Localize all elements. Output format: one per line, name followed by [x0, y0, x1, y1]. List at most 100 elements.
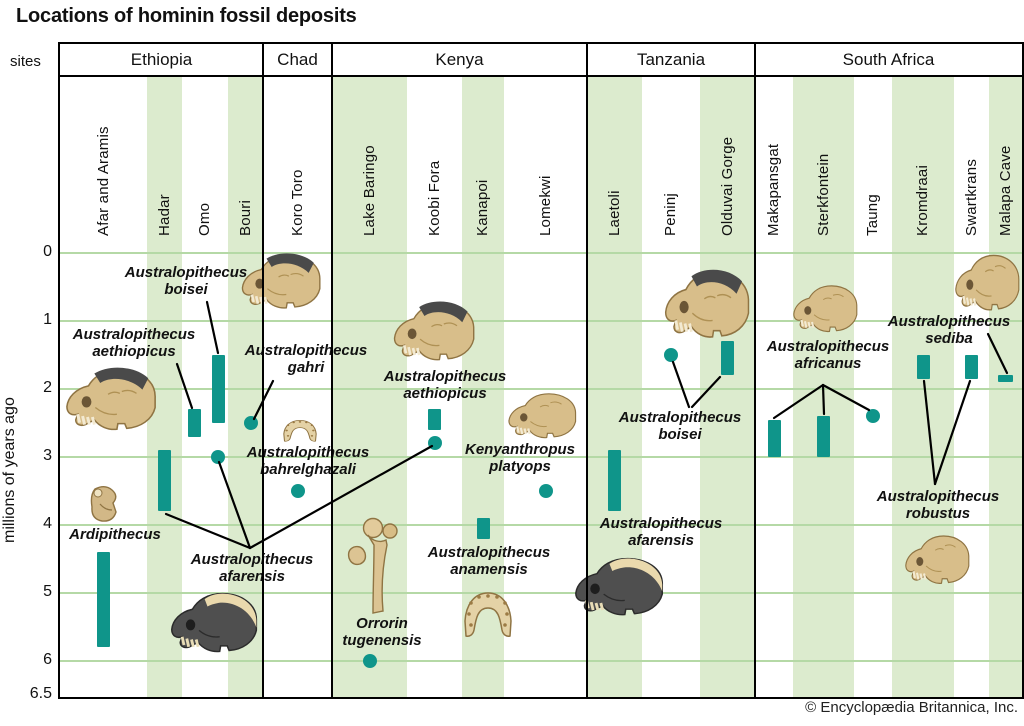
species-label-line: aethiopicus — [92, 343, 176, 360]
country-divider — [586, 44, 588, 697]
site-label-koro-toro: Koro Toro — [288, 169, 306, 236]
skull-side-icon — [953, 252, 1023, 314]
deposit-bar-omo — [211, 355, 225, 423]
skull-side-icon — [239, 252, 325, 312]
species-label-line: Australopithecus — [72, 326, 196, 343]
species-label-line: afarensis — [219, 568, 285, 585]
species-label-line: Ardipithecus — [69, 526, 161, 543]
gridline-4my — [60, 524, 1022, 526]
species-label-line: afarensis — [628, 532, 694, 549]
jaw-fossil-icon — [461, 588, 515, 642]
deposit-dot-lake-baringo — [362, 654, 377, 668]
species-label-line: Australopithecus — [599, 515, 723, 532]
gridline-6my — [60, 660, 1022, 662]
species-label-line: Australopithecus — [618, 409, 742, 426]
y-tick-6-5: 6.5 — [29, 685, 52, 702]
site-label-hadar: Hadar — [155, 194, 173, 236]
species-label-line: Australopithecus — [244, 342, 368, 359]
site-label-omo: Omo — [196, 202, 213, 236]
species-label-line: Australopithecus — [876, 488, 1000, 505]
site-label-lomekwi: Lomekwi — [536, 175, 554, 236]
country-header-kenya: Kenya — [435, 49, 484, 69]
skull-side-icon — [391, 300, 479, 364]
species-label-line: platyops — [489, 458, 551, 475]
species-label-line: Australopithecus — [124, 264, 248, 281]
deposit-dot-koobi-fora — [427, 436, 442, 451]
gridline-0my — [60, 252, 1022, 254]
figure-title: Locations of hominin fossil deposits — [16, 5, 357, 27]
site-label-swartkrans: Swartkrans — [962, 158, 980, 236]
gridline-3my — [60, 456, 1022, 458]
species-label-line: Australopithecus — [190, 551, 314, 568]
country-header-ethiopia: Ethiopia — [130, 49, 193, 69]
species-label-line: bahrelghazali — [260, 461, 356, 478]
skull-side-icon — [506, 391, 580, 441]
species-label-line: Australopithecus — [383, 368, 507, 385]
deposit-bar-laetoli — [608, 450, 621, 512]
y-tick-6: 6 — [43, 651, 52, 668]
gridline-5my — [60, 592, 1022, 594]
deposit-dot-peninj — [664, 348, 678, 362]
site-label-olduvai-gorge: Olduvai Gorge — [718, 136, 736, 236]
deposit-dot-taung — [866, 409, 880, 424]
deposit-dot-lomekwi — [538, 484, 553, 498]
country-header-south-africa: South Africa — [842, 49, 935, 69]
species-label-line: Australopithecus — [887, 313, 1011, 330]
site-label-taung: Taung — [864, 194, 881, 236]
species-label-line: robustus — [905, 505, 971, 522]
skull-side-icon — [63, 366, 161, 434]
species-label-line: gahri — [287, 359, 325, 376]
deposit-dot-omo — [211, 450, 225, 464]
site-label-peninj: Peninj — [662, 193, 679, 236]
gridline-1my — [60, 320, 1022, 322]
country-divider — [262, 44, 264, 697]
femur-bone-icon — [346, 515, 410, 619]
site-label-sterkfontein: Sterkfontein — [814, 153, 832, 236]
gridline-2my — [60, 388, 1022, 390]
site-label-koobi-fora: Koobi Fora — [425, 160, 443, 236]
site-label-malapa-cave: Malapa Cave — [996, 145, 1014, 236]
country-header-row: Ethiopia Chad Kenya Tanzania South Africa — [60, 44, 1022, 77]
deposit-bar-hadar — [158, 450, 171, 512]
species-label-line: aethiopicus — [403, 385, 487, 402]
deposit-bar-kromdraai — [916, 355, 930, 379]
site-label-kromdraai: Kromdraai — [914, 165, 931, 236]
deposit-bar-malapa-cave — [998, 375, 1013, 383]
species-label-line: Australopithecus — [246, 444, 370, 461]
y-tick-0: 0 — [43, 243, 52, 260]
species-label-line: Australopithecus — [766, 338, 890, 355]
species-label-line: sediba — [925, 330, 973, 347]
species-label: Ardipithecus — [69, 526, 161, 543]
site-label-laetoli: Laetoli — [605, 190, 623, 236]
site-label-lake-baringo: Lake Baringo — [360, 145, 378, 236]
species-label-line: boisei — [164, 281, 208, 298]
site-label-kanapoi: Kanapoi — [474, 179, 491, 236]
y-axis-title: millions of years ago — [1, 397, 18, 543]
copyright-notice: © Encyclopædia Britannica, Inc. — [805, 699, 1018, 716]
deposit-bar-koobi-fora — [428, 409, 441, 430]
deposit-bar-omo — [187, 409, 201, 437]
species-label-line: africanus — [794, 355, 862, 372]
species-label-line: tugenensis — [342, 632, 422, 649]
country-header-tanzania: Tanzania — [636, 49, 706, 69]
site-label-bouri: Bouri — [236, 199, 254, 236]
country-divider — [331, 44, 333, 697]
deposit-bar-afar-and-aramis — [97, 552, 110, 648]
deposit-bar-makapansgat — [767, 419, 781, 457]
country-header-chad: Chad — [277, 49, 318, 69]
species-label-line: anamensis — [450, 561, 528, 578]
skull-side-icon — [903, 533, 973, 587]
y-tick-5: 5 — [43, 583, 52, 600]
